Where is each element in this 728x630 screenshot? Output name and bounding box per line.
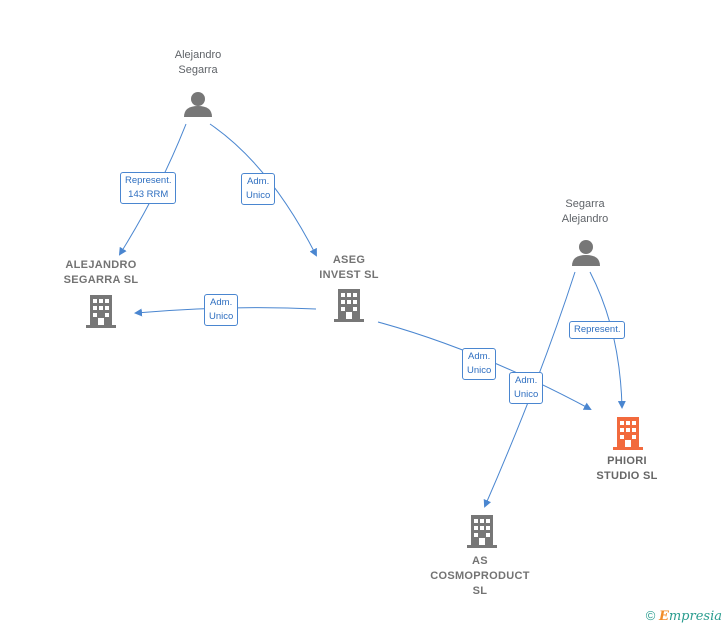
person-label-alejandro-segarra[interactable]: Alejandro Segarra [158,48,238,78]
person-icon[interactable] [184,92,212,117]
company-label-alejandro-segarra-sl[interactable]: ALEJANDRO SEGARRA SL [51,258,151,288]
edge-label-line2: Unico [514,389,539,400]
person-name-line1: Segarra [565,198,605,210]
company-name-line2: INVEST SL [319,269,379,281]
building-icon-highlighted[interactable] [613,417,643,450]
edge-label-adm-unico[interactable]: Adm. Unico [241,173,276,205]
person-name-line2: Alejandro [561,213,609,225]
company-name-line2: COSMOPRODUCT [430,570,530,582]
edge-label-line2: 143 RRM [128,189,169,200]
person-label-segarra-alejandro[interactable]: Segarra Alejandro [545,197,625,227]
edge-label-line1: Adm. [210,297,233,308]
company-name-line1: AS [472,555,488,567]
company-name-line2: SEGARRA SL [63,274,139,286]
company-label-aseg-invest-sl[interactable]: ASEG INVEST SL [299,253,399,283]
edge-label-represent-143-rrm[interactable]: Represent. 143 RRM [120,172,177,204]
edge-person2-to-phiori [589,271,626,409]
edge-label-line1: Adm. [468,351,491,362]
company-name-line2: STUDIO SL [596,470,658,482]
edge-label-line2: Unico [467,365,492,376]
building-icon[interactable] [86,295,116,328]
company-name-line1: PHIORI [607,455,647,467]
person-name-line1: Alejandro [174,49,222,61]
edge-label-represent[interactable]: Represent. [569,321,626,339]
edge-label-line1: Represent. [125,175,172,186]
copyright-icon: © [645,608,656,623]
company-name-line1: ALEJANDRO [65,259,137,271]
edge-label-line2: Unico [209,311,234,322]
brand-name: mpresia [668,609,722,624]
edge-label-line1: Represent. [574,324,621,335]
brand-initial: E [658,609,669,624]
company-label-as-cosmoproduct-sl[interactable]: AS COSMOPRODUCT SL [420,554,540,599]
edge-label-adm-unico[interactable]: Adm. Unico [462,348,497,380]
brand-footer[interactable]: © Empresia [646,608,722,624]
company-name-line1: ASEG [332,254,366,266]
edge-label-line1: Adm. [515,375,538,386]
person-name-line2: Segarra [178,64,218,76]
company-label-phiori-studio-sl[interactable]: PHIORI STUDIO SL [577,454,677,484]
edge-label-line1: Adm. [247,176,270,187]
company-name-line3: SL [472,585,488,597]
edge-label-adm-unico[interactable]: Adm. Unico [509,372,544,404]
person-icon[interactable] [572,240,600,266]
edge-label-adm-unico[interactable]: Adm. Unico [204,294,239,326]
building-icon[interactable] [467,515,497,548]
edge-label-line2: Unico [246,190,271,201]
building-icon[interactable] [334,289,364,322]
